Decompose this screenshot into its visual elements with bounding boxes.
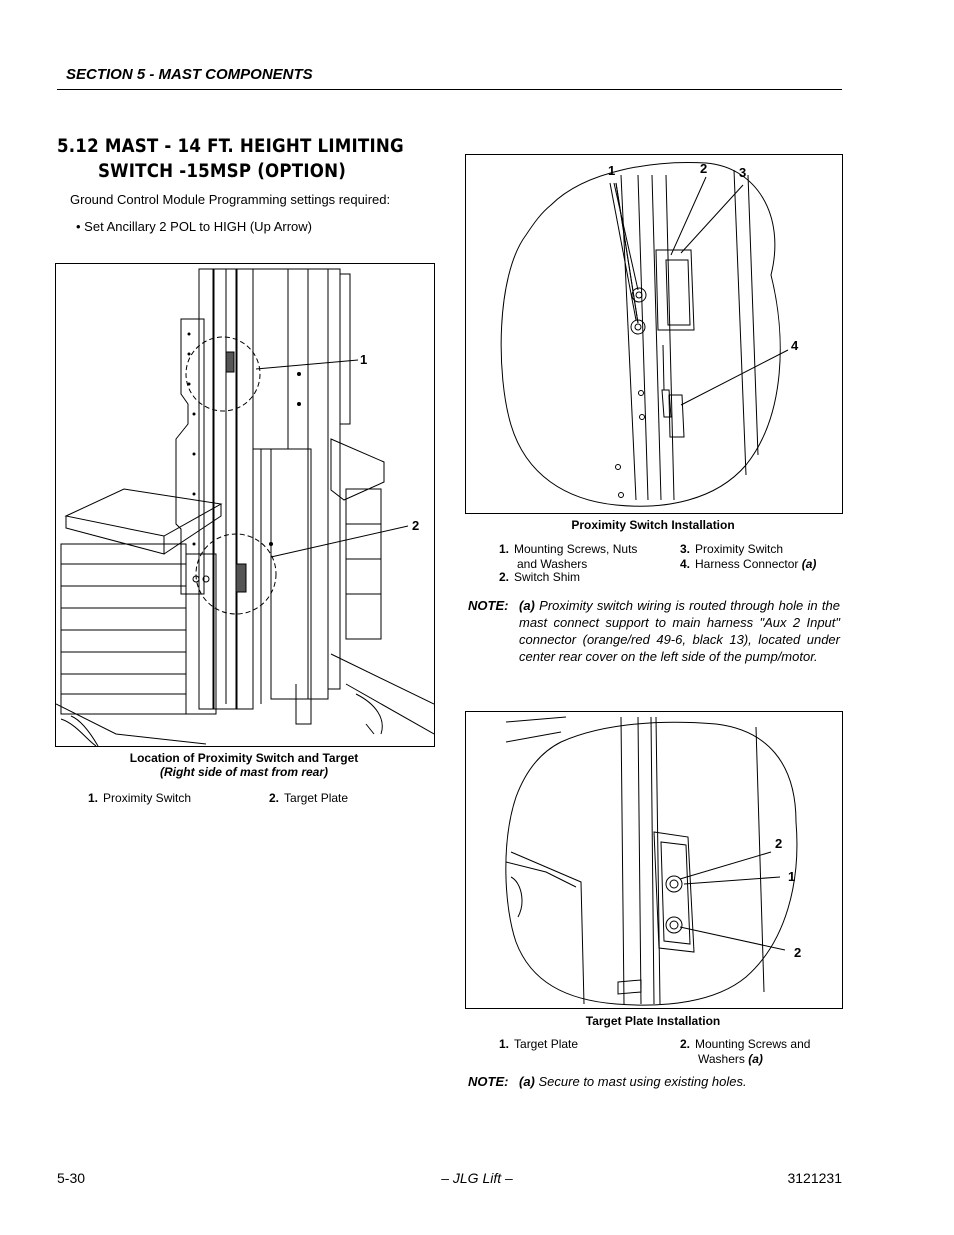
proximity-switch-illustration: [500, 162, 789, 507]
footer-brand: – JLG Lift –: [441, 1170, 513, 1186]
callout-2: 2: [700, 161, 708, 176]
note-label: NOTE:: [468, 1074, 509, 1089]
legend-num: 4.: [680, 557, 691, 571]
figure-caption-left: Location of Proximity Switch and Target …: [55, 751, 433, 779]
legend-text: Mounting Screws, Nuts: [514, 542, 638, 556]
note-wiring: NOTE: (a) Proximity switch wiring is rou…: [468, 597, 842, 687]
note-label: NOTE:: [468, 598, 509, 613]
callout-3: 3: [739, 165, 747, 180]
bullet-item: • Set Ancillary 2 POL to HIGH (Up Arrow): [76, 219, 312, 234]
legend-item: 3. Proximity Switch: [680, 542, 783, 557]
legend-text: Target Plate: [284, 791, 349, 805]
note-body: (a) Secure to mast using existing holes.: [519, 1073, 840, 1090]
legend-text: Proximity Switch: [103, 791, 192, 805]
figure-caption-switch: Proximity Switch Installation: [571, 518, 735, 532]
callout-2-bottom: 2: [794, 945, 802, 960]
title-line-2: SWITCH -15MSP (OPTION): [98, 161, 347, 182]
switch-shim: [655, 249, 695, 331]
battery-stack-right: [345, 488, 382, 640]
legend-text: Mounting Screws and: [695, 1037, 811, 1051]
legend-num: 2.: [269, 791, 280, 805]
figure-proximity-switch: 1 2 3 4: [465, 154, 843, 514]
legend-item: 2. Target Plate: [269, 791, 348, 806]
note-tag: (a): [519, 1074, 535, 1089]
bolt-bottom: [665, 916, 683, 934]
legend-num: 2.: [680, 1037, 691, 1051]
legend-text: Target Plate: [514, 1037, 579, 1051]
callout-2: 2: [412, 518, 420, 533]
callout-1: 1: [360, 352, 368, 367]
note-text: Secure to mast using existing holes.: [538, 1074, 747, 1089]
legend-item: 1. Target Plate: [499, 1037, 578, 1052]
callout-4: 4: [791, 338, 799, 353]
legend-num: 3.: [680, 542, 691, 556]
page-number: 5-30: [57, 1170, 86, 1186]
legend-text-cont: Washers: [698, 1052, 745, 1066]
detail-circle-target: [195, 533, 277, 615]
note-body: (a) Proximity switch wiring is routed th…: [519, 597, 840, 665]
legend-item: 2. Mounting Screws and Washers (a): [680, 1037, 810, 1067]
bolt-top: [665, 875, 683, 893]
legend-text: Switch Shim: [514, 570, 581, 584]
tray-left: [64, 488, 223, 537]
note-secure: NOTE: (a) Secure to mast using existing …: [468, 1073, 842, 1093]
legend-text-cont: and Washers: [517, 557, 588, 571]
legend-item: 2. Switch Shim: [499, 570, 580, 585]
callout-2-top: 2: [775, 836, 783, 851]
bolt-top: [631, 287, 647, 303]
note-text: Proximity switch wiring is routed throug…: [519, 598, 840, 664]
mast-illustration: [56, 268, 434, 746]
base-frame: [56, 653, 434, 745]
legend-suffix: (a): [801, 557, 817, 571]
figure-target-plate: 2 1 2: [465, 711, 843, 1009]
battery-stack-left: [60, 543, 217, 715]
legend-item: 1. Mounting Screws, Nuts and Washers: [499, 542, 659, 572]
target-plate-illustration: [505, 716, 798, 1006]
mast-plate: [175, 318, 205, 595]
legend-item: 4. Harness Connector (a): [680, 557, 821, 572]
detail-outline: [500, 162, 781, 507]
header-rule: [57, 89, 842, 90]
harness-connector: [668, 394, 685, 438]
target-plate: [653, 831, 695, 953]
legend-text: Proximity Switch: [695, 542, 784, 556]
tray-right: [330, 438, 385, 501]
figure-mast-location: 1 2: [55, 263, 435, 747]
detail-circle-switch: [185, 336, 261, 412]
mast-channels: [198, 268, 351, 710]
legend-item: 1. Proximity Switch: [88, 791, 191, 806]
document-number: 3121231: [787, 1170, 842, 1186]
title-line-1: 5.12 MAST - 14 FT. HEIGHT LIMITING: [57, 136, 404, 157]
callout-1: 1: [788, 869, 796, 884]
detail-outline: [505, 721, 798, 1006]
figure-caption-target: Target Plate Installation: [585, 1014, 721, 1028]
section-header: SECTION 5 - MAST COMPONENTS: [66, 66, 313, 83]
caption-line-1: Location of Proximity Switch and Target: [129, 751, 359, 765]
legend-num: 1.: [499, 1037, 510, 1051]
legend-num: 2.: [499, 570, 510, 584]
legend-text: Harness Connector: [695, 557, 799, 571]
caption-line-2: (Right side of mast from rear): [159, 765, 329, 779]
callout-1: 1: [608, 163, 616, 178]
legend-num: 1.: [499, 542, 510, 556]
note-tag: (a): [519, 598, 535, 613]
section-title: 5.12 MAST - 14 FT. HEIGHT LIMITING SWITC…: [57, 134, 404, 184]
legend-suffix: (a): [748, 1052, 763, 1066]
intro-text: Ground Control Module Programming settin…: [70, 192, 391, 207]
legend-num: 1.: [88, 791, 99, 805]
